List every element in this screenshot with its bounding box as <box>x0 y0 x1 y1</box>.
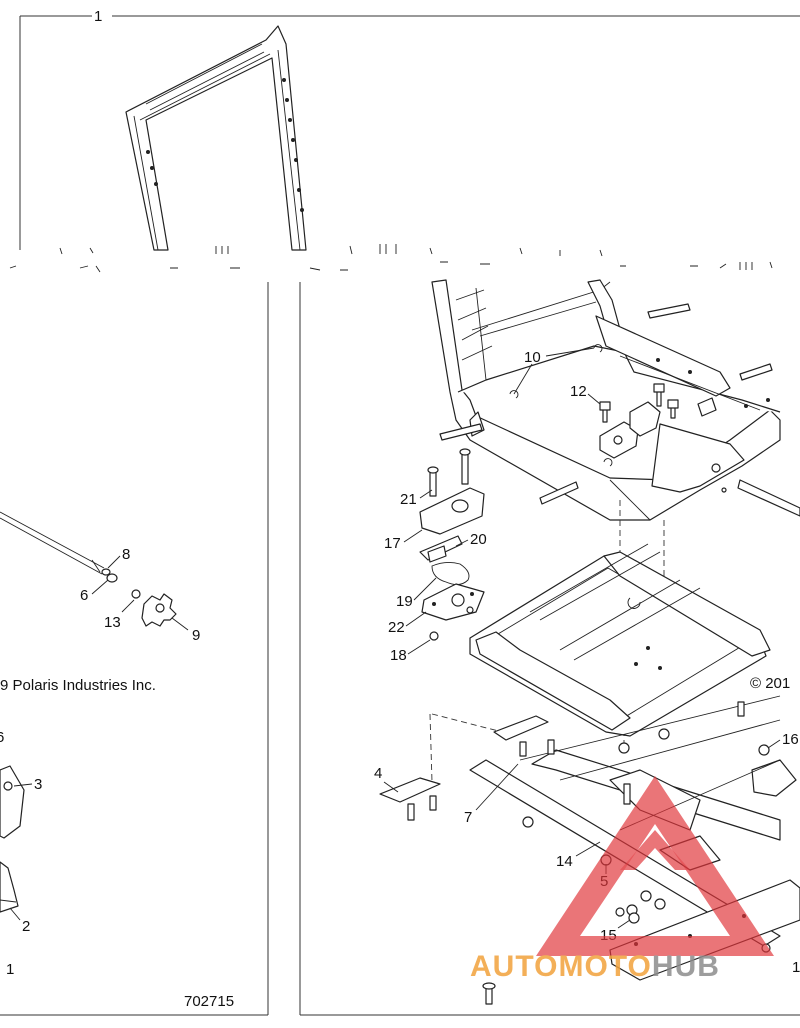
callout-6-edge: 6 <box>0 729 4 746</box>
callout-labels: 1 8 6 13 9 9 Polaris Industries Inc. 6 3… <box>0 8 800 1010</box>
callout-21: 21 <box>400 491 417 508</box>
callout-12: 12 <box>570 383 587 400</box>
callout-9: 9 <box>192 627 200 644</box>
callout-14: 14 <box>556 853 573 870</box>
callout-1-lower: 1 <box>6 961 14 978</box>
callout-1-right-edge: 1 <box>792 959 800 976</box>
seat-slider-frame <box>469 543 771 737</box>
watermark-logo: AUTOMOTOHUB <box>470 776 774 983</box>
callout-16: 16 <box>782 731 799 748</box>
callout-1: 1 <box>94 8 102 25</box>
callout-22: 22 <box>388 619 405 636</box>
seat-base-frame <box>431 279 800 521</box>
callout-7: 7 <box>464 809 472 826</box>
callout-2: 2 <box>22 918 30 935</box>
watermark-triangle-icon <box>536 776 774 956</box>
watermark-text-hub: HUB <box>652 950 720 983</box>
svg-text:AUTOMOTOHUB: AUTOMOTOHUB <box>470 950 720 983</box>
callout-3: 3 <box>34 776 42 793</box>
release-cable-assembly <box>0 511 177 627</box>
callout-17: 17 <box>384 535 401 552</box>
callout-18: 18 <box>390 647 407 664</box>
drawing-number: 702715 <box>184 993 234 1010</box>
diagram-frames <box>0 15 800 1016</box>
release-handle-assembly <box>419 448 485 641</box>
callout-20: 20 <box>470 531 487 548</box>
callout-10: 10 <box>524 349 541 366</box>
copyright-left: 9 Polaris Industries Inc. <box>0 677 156 694</box>
callout-4: 4 <box>374 765 382 782</box>
watermark-text-automoto: AUTOMOTO <box>470 950 652 983</box>
copyright-right: © 201 <box>750 675 790 692</box>
rear-frame-upright <box>125 25 307 251</box>
callout-19: 19 <box>396 593 413 610</box>
callout-13: 13 <box>104 614 121 631</box>
callout-8: 8 <box>122 546 130 563</box>
callout-6: 6 <box>80 587 88 604</box>
left-bottom-parts <box>0 765 25 913</box>
section-break-marks <box>9 244 773 273</box>
